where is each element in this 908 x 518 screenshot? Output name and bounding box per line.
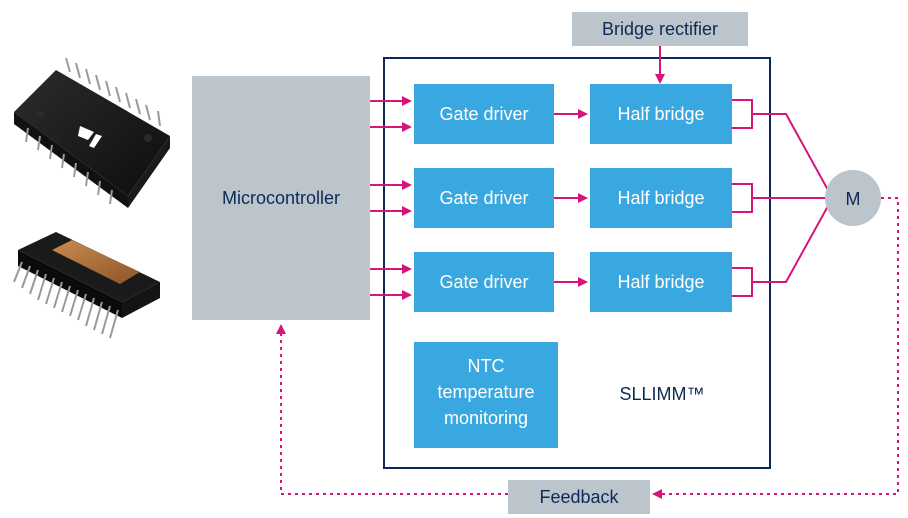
bridge-rectifier-label: Bridge rectifier <box>602 19 718 39</box>
half-bridge-3-label: Half bridge <box>617 272 704 292</box>
motor-circle <box>825 170 881 226</box>
gate-driver-3-label: Gate driver <box>439 272 528 292</box>
half-bridge-2-label: Half bridge <box>617 188 704 208</box>
half-bridge-1-label: Half bridge <box>617 104 704 124</box>
module-name-label: SLLIMM™ <box>619 384 704 404</box>
gate-driver-3 <box>414 252 554 312</box>
mcu-to-driver-arrows <box>370 96 412 300</box>
ic-package-icon <box>14 57 170 208</box>
half-bridge-2 <box>590 168 732 228</box>
feedback-box <box>508 480 650 514</box>
feedback-label: Feedback <box>539 487 619 507</box>
gate-driver-1-label: Gate driver <box>439 104 528 124</box>
microcontroller-label: Microcontroller <box>222 188 340 208</box>
gate-driver-1 <box>414 84 554 144</box>
ntc-label-line-1: NTC <box>468 356 505 376</box>
half-bridge-3 <box>590 252 732 312</box>
ntc-block <box>414 342 558 448</box>
gate-driver-2 <box>414 168 554 228</box>
half-bridge-1 <box>590 84 732 144</box>
feedback-path <box>276 197 899 499</box>
bridge-output-lines <box>732 99 829 297</box>
motor-label: M <box>846 189 861 209</box>
ipm-package-icon <box>13 232 160 339</box>
ntc-label-line-2: temperature <box>437 382 534 402</box>
driver-to-bridge-arrows <box>554 109 588 287</box>
ntc-label-line-3: monitoring <box>444 408 528 428</box>
bridge-rectifier-box <box>572 12 748 46</box>
microcontroller-block <box>192 76 370 320</box>
sllimm-module-outline <box>383 57 771 469</box>
gate-driver-2-label: Gate driver <box>439 188 528 208</box>
